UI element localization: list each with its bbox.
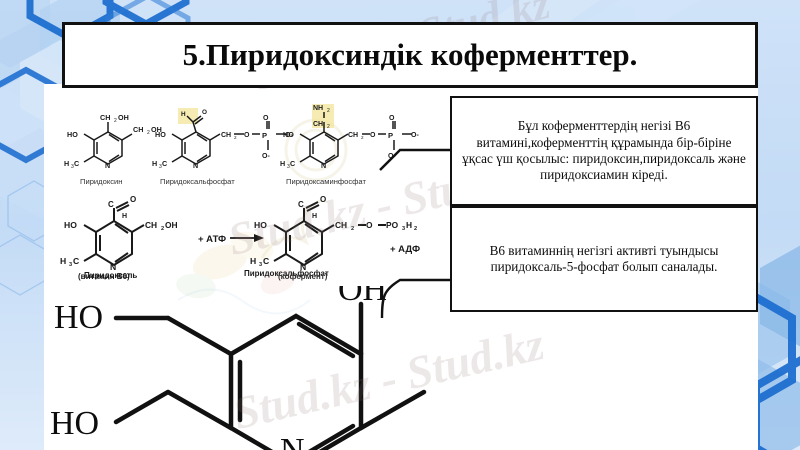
svg-text:OH: OH — [118, 113, 129, 122]
svg-text:CH: CH — [221, 132, 231, 139]
svg-text:O-: O- — [262, 153, 270, 160]
svg-text:C: C — [290, 159, 295, 168]
svg-text:PO: PO — [386, 220, 399, 230]
svg-text:CH: CH — [335, 220, 347, 230]
svg-text:H: H — [250, 256, 256, 266]
svg-text:O: O — [366, 220, 373, 230]
svg-text:HO: HO — [254, 220, 267, 230]
svg-text:2: 2 — [361, 135, 364, 140]
slide-title-box[interactable]: 5.Пиридоксиндік коферменттер. — [62, 22, 758, 88]
svg-text:O-: O- — [285, 132, 293, 139]
svg-text:O: O — [244, 132, 250, 139]
svg-text:N: N — [321, 161, 326, 170]
svg-text:P: P — [262, 131, 267, 140]
svg-text:2: 2 — [327, 124, 330, 130]
svg-text:OH: OH — [165, 220, 178, 230]
svg-text:2: 2 — [327, 108, 330, 114]
svg-text:N: N — [110, 262, 116, 272]
svg-text:HO: HO — [155, 130, 166, 139]
svg-text:O: O — [263, 115, 269, 122]
svg-text:O: O — [202, 109, 207, 116]
svg-text:N: N — [193, 161, 198, 170]
svg-text:H: H — [122, 213, 127, 220]
svg-text:NH: NH — [313, 105, 323, 112]
svg-text:O: O — [389, 115, 395, 122]
svg-text:C: C — [108, 200, 114, 209]
group-label-n: N — [280, 432, 305, 450]
svg-text:N: N — [105, 161, 110, 170]
svg-text:C: C — [74, 159, 79, 168]
svg-text:3: 3 — [259, 262, 262, 268]
svg-text:O-: O- — [411, 132, 419, 139]
page-title: 5.Пиридоксиндік коферменттер. — [182, 37, 638, 72]
group-label-ho-top: HO — [54, 299, 103, 336]
figure-pyridoxine-large: HO OH HO N — [50, 286, 427, 450]
svg-text:H: H — [280, 159, 285, 168]
svg-text:HO: HO — [67, 130, 78, 139]
info-box-1-text: Бұл коферменттердің негізі В6 витамині,к… — [462, 118, 746, 183]
info-box-2-text: В6 витаминнің негізгі активті туындысы п… — [489, 242, 719, 274]
svg-text:2: 2 — [414, 226, 417, 232]
group-label-oh: OH — [338, 286, 387, 308]
svg-text:2: 2 — [147, 130, 150, 136]
svg-text:C: C — [263, 256, 269, 266]
svg-text:P: P — [388, 131, 393, 140]
svg-text:CH: CH — [313, 121, 323, 128]
info-box-2[interactable]: В6 витаминнің негізгі активті туындысы п… — [450, 206, 758, 312]
svg-text:3: 3 — [69, 262, 72, 268]
svg-text:CH: CH — [348, 132, 358, 139]
figure-pyridoxal-phosphorylation: C O H HO H 3 C N CH 2 OH Пиридоксаль + А… — [60, 195, 420, 280]
label-vitamin-b6: (витамин B6) — [78, 272, 130, 281]
svg-text:2: 2 — [161, 226, 164, 232]
figure-sublabels: (витамин B6) (кофермент) — [48, 272, 448, 286]
molecule-label-pyridoxamine-phosphate: Пиридоксаминфосфат — [286, 177, 366, 186]
svg-text:2: 2 — [351, 226, 354, 232]
molecule-label-pyridoxal-phosphate: Пиридоксальфосфат — [160, 177, 235, 186]
svg-text:2: 2 — [234, 135, 237, 140]
group-label-ho-bottom: HO — [50, 405, 99, 442]
svg-text:HO: HO — [283, 130, 294, 139]
svg-text:H: H — [64, 159, 69, 168]
svg-text:3: 3 — [71, 164, 74, 170]
svg-text:2: 2 — [114, 118, 117, 124]
svg-text:H: H — [312, 213, 317, 220]
molecule-label-pyridoxal: Пиридоксаль — [84, 271, 137, 280]
reaction-arrow — [230, 234, 264, 242]
label-coenzyme: (кофермент) — [278, 272, 328, 281]
svg-text:O: O — [370, 132, 376, 139]
svg-text:C: C — [298, 200, 304, 209]
svg-text:3: 3 — [159, 164, 162, 170]
svg-text:C: C — [162, 159, 167, 168]
svg-text:H: H — [181, 111, 186, 118]
svg-text:H: H — [60, 256, 66, 266]
molecule-label-pyridoxine: Пиридоксин — [80, 177, 122, 186]
svg-text:CH: CH — [145, 220, 157, 230]
svg-text:HO: HO — [64, 220, 77, 230]
svg-text:3: 3 — [287, 164, 290, 170]
connector-top — [379, 148, 452, 171]
figure-vitamin-b6-forms: CH 2 OH CH 2 OH HO H 3 C N Пиридоксин — [64, 104, 419, 186]
svg-text:O: O — [320, 195, 326, 204]
molecule-label-pyridoxal-phosphate-product: Пиридоксальфосфат — [244, 269, 329, 278]
svg-text:C: C — [73, 256, 79, 266]
connector-bottom — [380, 278, 452, 319]
svg-text:3: 3 — [402, 226, 405, 232]
svg-text:H: H — [406, 220, 412, 230]
info-box-1[interactable]: Бұл коферменттердің негізі В6 витамині,к… — [450, 96, 758, 206]
svg-text:OH: OH — [151, 125, 162, 134]
svg-text:N: N — [300, 262, 306, 272]
svg-text:CH: CH — [100, 113, 110, 122]
byproduct-adp: + АДФ — [390, 244, 420, 255]
svg-text:H: H — [152, 159, 157, 168]
svg-text:O: O — [130, 195, 136, 204]
reagent-atp: + АТФ — [198, 234, 226, 245]
svg-text:CH: CH — [133, 125, 143, 134]
